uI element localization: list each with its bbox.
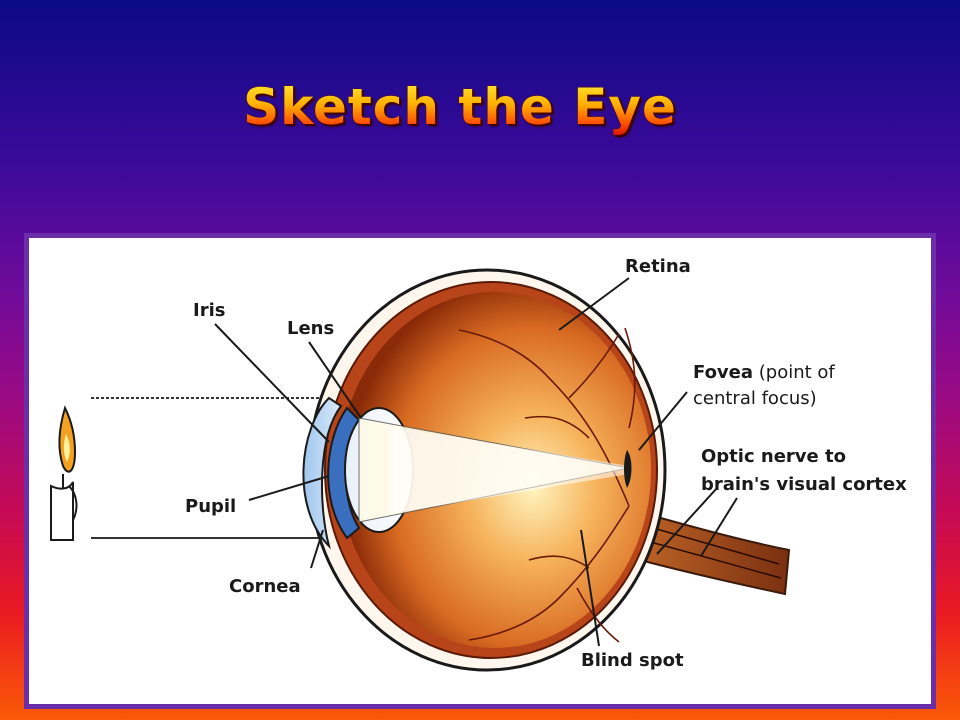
diagram-panel: Retina Iris Lens Fovea (point of central… — [24, 233, 936, 709]
candle-icon — [50, 405, 78, 541]
label-cornea: Cornea — [229, 576, 301, 597]
label-fovea: Fovea (point of — [693, 362, 835, 383]
label-pupil: Pupil — [185, 496, 236, 517]
label-blind-spot: Blind spot — [581, 650, 684, 671]
label-lens: Lens — [287, 318, 334, 339]
slide-title: Sketch the Eye — [0, 78, 920, 136]
eye-diagram: Retina Iris Lens Fovea (point of central… — [50, 256, 907, 672]
label-retina: Retina — [625, 256, 691, 277]
label-fovea-line2: central focus) — [693, 388, 817, 409]
leader-lines — [214, 277, 738, 647]
cornea — [302, 396, 343, 550]
label-optic-nerve-line1: Optic nerve to — [701, 446, 846, 467]
fovea-mark — [624, 450, 632, 488]
label-optic-nerve-line2: brain's visual cortex — [701, 474, 907, 495]
optic-nerve — [615, 504, 791, 596]
label-iris: Iris — [193, 300, 225, 321]
